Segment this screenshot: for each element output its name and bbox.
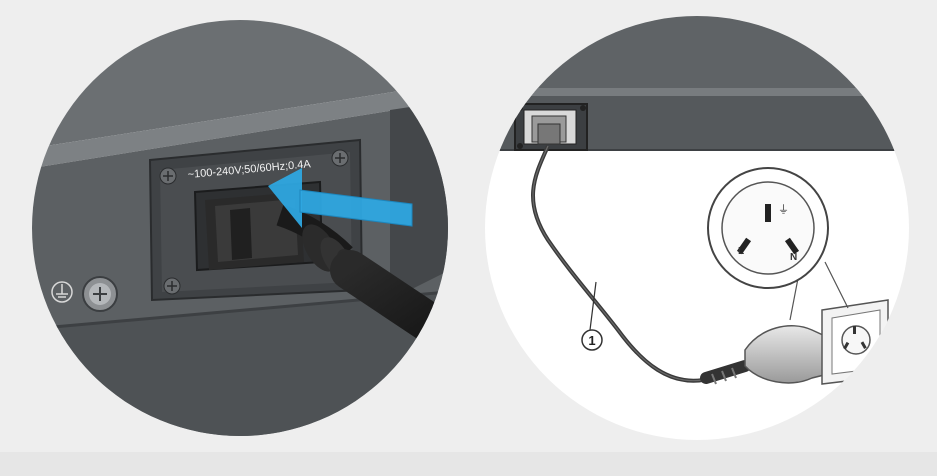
outlet-live-label: L	[738, 246, 744, 257]
left-panel: ~100-240V;50/60Hz;0.4A	[32, 20, 448, 436]
callout-circle	[581, 329, 603, 351]
callout-line	[589, 281, 597, 331]
callout-number: 1	[588, 333, 595, 348]
device-top-right	[485, 16, 909, 92]
bottom-band	[0, 452, 937, 476]
ground-icon: ⏚	[778, 203, 789, 216]
neutral-pin-slot	[784, 237, 800, 255]
screw-icon	[163, 277, 181, 295]
insert-arrow-icon	[268, 168, 413, 228]
screw-icon	[331, 149, 349, 167]
ground-screw	[82, 276, 118, 312]
outlet-neutral-label: N	[790, 252, 797, 263]
outlet-zoom: ⏚ L N	[707, 167, 829, 289]
device-power-socket	[514, 103, 588, 151]
right-panel: 1	[485, 16, 909, 440]
live-pin-slot	[736, 237, 752, 255]
plug-head	[205, 192, 353, 270]
device-front-right	[485, 96, 909, 150]
wall-outlet-small	[821, 299, 889, 385]
screw-icon	[159, 167, 177, 185]
ground-pin-slot	[765, 204, 771, 222]
power-cable	[330, 250, 448, 370]
plug-strain-relief	[700, 360, 751, 385]
ground-icon	[51, 281, 73, 303]
